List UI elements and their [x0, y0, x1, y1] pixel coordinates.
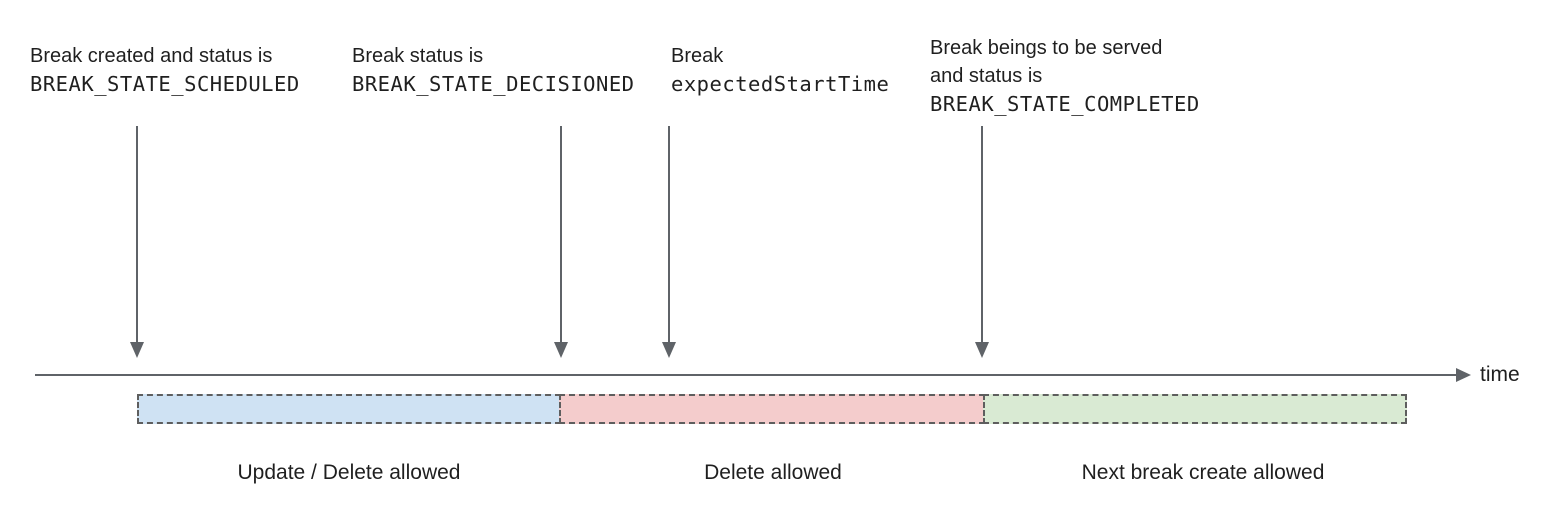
- down-arrow-line: [560, 126, 562, 343]
- annotation-text: Break created and status is: [30, 45, 273, 67]
- phase-bars: [137, 394, 1407, 424]
- annotation-text: Break status is: [352, 45, 484, 67]
- down-arrow-completed: [975, 126, 989, 358]
- annotation-code: BREAK_STATE_DECISIONED: [352, 72, 635, 96]
- time-axis-label: time: [1480, 363, 1520, 386]
- phase-label-update-delete-allowed: Update / Delete allowed: [237, 461, 461, 484]
- down-arrow-line: [668, 126, 670, 343]
- phase-bar-next-break-create-allowed: [983, 394, 1407, 424]
- down-arrow-scheduled: [130, 126, 144, 358]
- annotation-text: and status is: [930, 65, 1043, 87]
- down-arrow-line: [981, 126, 983, 343]
- annotation-break-scheduled: Break created and status is BREAK_STATE_…: [30, 42, 300, 98]
- phase-label-delete-allowed: Delete allowed: [704, 461, 842, 484]
- right-arrowhead-icon: [1456, 368, 1471, 382]
- annotation-break-completed: Break beings to be served and status is …: [930, 34, 1200, 118]
- annotation-text: Break beings to be served: [930, 37, 1163, 59]
- annotation-code: BREAK_STATE_SCHEDULED: [30, 72, 300, 96]
- down-arrowhead-icon: [130, 342, 144, 358]
- down-arrowhead-icon: [554, 342, 568, 358]
- phase-bar-update-delete-allowed: [137, 394, 561, 424]
- phase-bar-delete-allowed: [559, 394, 985, 424]
- down-arrowhead-icon: [975, 342, 989, 358]
- annotation-break-decisioned: Break status is BREAK_STATE_DECISIONED: [352, 42, 635, 98]
- time-axis-line: [35, 374, 1458, 376]
- down-arrow-line: [136, 126, 138, 343]
- annotation-code: BREAK_STATE_COMPLETED: [930, 92, 1200, 116]
- down-arrow-expected-start: [662, 126, 676, 358]
- down-arrowhead-icon: [662, 342, 676, 358]
- annotation-expected-start-time: Break expectedStartTime: [671, 42, 889, 98]
- down-arrow-decisioned: [554, 126, 568, 358]
- annotation-text: Break: [671, 45, 724, 67]
- annotation-code: expectedStartTime: [671, 72, 890, 96]
- phase-label-next-break-create-allowed: Next break create allowed: [1081, 461, 1325, 484]
